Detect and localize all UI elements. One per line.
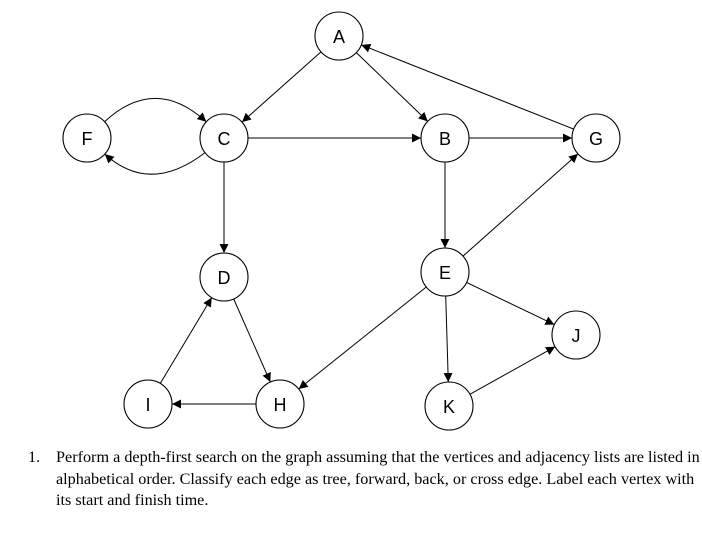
node-label: K xyxy=(443,397,455,417)
edge-d-h xyxy=(233,298,271,383)
node-circle xyxy=(420,113,470,163)
node-circle xyxy=(424,381,474,431)
node-label: C xyxy=(218,129,231,149)
node-d: D xyxy=(199,252,249,302)
node-e: E xyxy=(420,247,470,297)
node-f: F xyxy=(62,113,112,163)
node-circle xyxy=(420,247,470,297)
node-g: G xyxy=(571,113,621,163)
node-label: E xyxy=(439,263,451,283)
node-label: D xyxy=(218,268,231,288)
node-c: C xyxy=(199,113,249,163)
node-j: J xyxy=(551,310,601,360)
node-h: H xyxy=(255,379,305,429)
node-k: K xyxy=(424,381,474,431)
node-circle xyxy=(571,113,621,163)
edge-a-c xyxy=(241,51,322,123)
node-i: I xyxy=(123,379,173,429)
node-a: A xyxy=(314,11,364,61)
edge-e-j xyxy=(466,281,555,326)
edge-f-c xyxy=(104,97,207,123)
node-circle xyxy=(255,379,305,429)
node-circle xyxy=(199,113,249,163)
edge-c-f xyxy=(104,152,206,175)
node-circle xyxy=(123,379,173,429)
edge-e-g xyxy=(462,153,579,257)
node-label: G xyxy=(589,129,603,149)
node-circle xyxy=(314,11,364,61)
edge-e-k xyxy=(443,295,453,383)
node-b: B xyxy=(420,113,470,163)
edge-k-j xyxy=(469,346,556,395)
edge-e-h xyxy=(298,286,427,390)
node-label: F xyxy=(82,129,93,149)
node-label: A xyxy=(333,27,345,47)
node-label: J xyxy=(572,326,581,346)
node-circle xyxy=(199,252,249,302)
node-circle xyxy=(551,310,601,360)
question-text: Perform a depth-first search on the grap… xyxy=(56,448,700,509)
edge-i-d xyxy=(159,297,213,384)
directed-graph: A B C D E F G H I J K xyxy=(62,11,621,431)
node-label: H xyxy=(274,395,287,415)
edge-a-b xyxy=(355,52,429,122)
node-circle xyxy=(62,113,112,163)
node-label: B xyxy=(439,129,451,149)
edge-g-a xyxy=(361,44,574,130)
question-number: 1. xyxy=(28,448,41,466)
question: 1. Perform a depth-first search on the g… xyxy=(28,447,700,512)
node-label: I xyxy=(145,395,150,415)
